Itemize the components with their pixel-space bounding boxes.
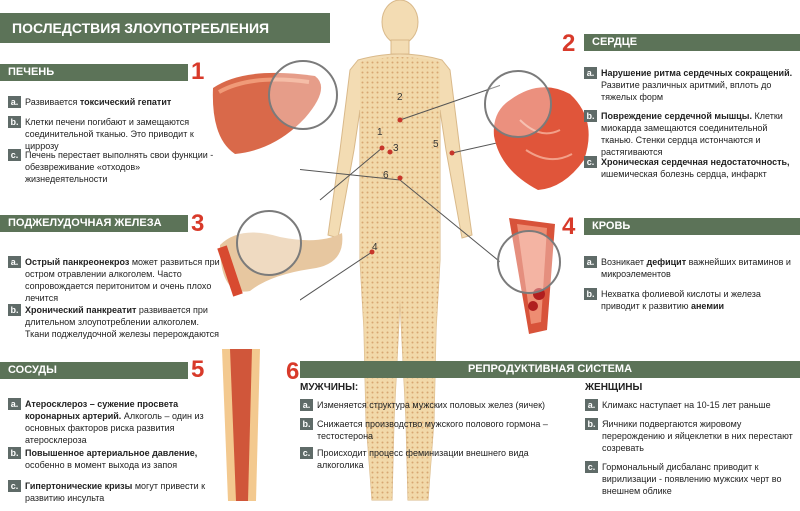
vessels-item-a-bold: Атеросклероз – сужение просвета коронарн… (25, 399, 179, 421)
heart-item-c: c. Хроническая сердечная недостаточность… (584, 156, 798, 180)
vessels-item-c: c. Гипертонические кризы могут привести … (8, 480, 220, 504)
women-item-c-letter: c. (585, 461, 598, 473)
vessels-heading: СОСУДЫ (0, 362, 188, 379)
liver-zoom-circle (268, 60, 338, 130)
women-item-a: a. Климакс наступает на 10-15 лет раньше (585, 399, 795, 411)
blood-heading: КРОВЬ (584, 218, 800, 235)
figure-dotted-overlay (360, 57, 440, 500)
pancreas-item-a-text: может развиться при остром отравлении ал… (25, 257, 220, 303)
men-item-a: a. Изменяется структура мужских половых … (300, 399, 570, 411)
body-marker-5: 5 (433, 139, 439, 150)
women-item-a-text: Климакс наступает на 10-15 лет раньше (602, 400, 771, 410)
blood-item-a-text: Возникает (601, 257, 647, 267)
vessels-item-b: b. Повышенное артериальное давление, осо… (8, 447, 220, 471)
liver-item-a-letter: a. (8, 96, 21, 108)
blood-item-b-bold: анемии (690, 301, 725, 311)
blood-item-a-letter: a. (584, 256, 597, 268)
vessels-item-c-letter: c. (8, 480, 21, 492)
pancreas-number: 3 (191, 210, 205, 237)
pancreas-item-b-bold: Хронический панкреатит (25, 305, 137, 315)
heart-item-a-letter: a. (584, 67, 597, 79)
body-marker-3: 3 (393, 143, 399, 154)
heart-item-b-text: Клетки миокарда замещаются соединительно… (601, 111, 783, 157)
women-item-a-letter: a. (585, 399, 598, 411)
vessels-item-a-text: Алкоголь – один из основных факторов рис… (25, 411, 204, 445)
liver-item-c-text: Печень перестает выполнять свои функции … (25, 150, 214, 184)
heart-item-c-bold: Хроническая сердечная недостаточность, (601, 157, 790, 167)
page-title: ПОСЛЕДСТВИЯ ЗЛОУПОТРЕБЛЕНИЯ АЛКОГОЛЕМ (0, 13, 330, 66)
vessel-illustration (222, 349, 260, 501)
heart-heading: СЕРДЦЕ (584, 34, 800, 51)
heart-item-c-text: ишемическая болезнь сердца, инфаркт (601, 169, 767, 179)
men-item-c: c. Происходит процесс феминизации внешне… (300, 447, 570, 471)
men-item-b: b. Снижается производство мужского полов… (300, 418, 570, 442)
vessels-number: 5 (191, 356, 205, 383)
body-dots (369, 117, 455, 255)
repro-number: 6 (286, 358, 300, 385)
women-item-c-text: Гормональный дисбаланс приводит к вирили… (602, 462, 782, 496)
liver-number: 1 (191, 58, 205, 85)
heart-item-b-letter: b. (584, 110, 597, 122)
heart-item-a: a. Нарушение ритма сердечных сокращений.… (584, 67, 798, 103)
heart-item-a-text: Развитие различных аритмий, вплоть до тя… (601, 80, 772, 102)
pancreas-item-a-bold: Острый панкреонекроз (25, 257, 130, 267)
vessels-item-c-text: могут привести к развитию инсульта (25, 481, 206, 503)
women-item-b-letter: b. (585, 418, 598, 430)
women-label: ЖЕНЩИНЫ (585, 382, 643, 393)
liver-heading: ПЕЧЕНЬ (0, 64, 188, 81)
liver-item-b-text: Клетки печени погибают и замещаются соед… (25, 117, 194, 151)
liver-item-b-letter: b. (8, 116, 21, 128)
heart-item-a-bold: Нарушение ритма сердечных сокращений. (601, 68, 793, 78)
men-item-c-text: Происходит процесс феминизации внешнего … (317, 448, 529, 470)
heart-number: 2 (562, 30, 576, 57)
pancreas-item-b: b. Хронический панкреатит развивается пр… (8, 304, 220, 340)
vessels-item-b-bold: Повышенное артериальное давление, (25, 448, 198, 458)
men-label: МУЖЧИНЫ: (300, 382, 359, 393)
women-item-b: b. Яичники подвергаются жировому перерож… (585, 418, 795, 454)
vessels-item-c-bold: Гипертонические кризы (25, 481, 133, 491)
blood-zoom-circle (497, 230, 561, 294)
blood-item-a: a. Возникает дефицит важнейших витаминов… (584, 256, 798, 280)
women-item-c: c. Гормональный дисбаланс приводит к вир… (585, 461, 795, 497)
pancreas-item-a-letter: a. (8, 256, 21, 268)
vessels-item-a-letter: a. (8, 398, 21, 410)
vessels-item-a: a. Атеросклероз – сужение просвета корон… (8, 398, 220, 446)
liver-item-a: a. Развивается токсический гепатит (8, 96, 218, 108)
women-item-b-text: Яичники подвергаются жировому перерожден… (602, 419, 793, 453)
body-marker-6: 6 (383, 170, 389, 181)
pancreas-heading: ПОДЖЕЛУДОЧНАЯ ЖЕЛЕЗА (0, 215, 188, 232)
men-item-a-text: Изменяется структура мужских половых жел… (317, 400, 546, 410)
vessels-item-b-text: особенно в момент выхода из запоя (25, 460, 178, 470)
men-item-b-letter: b. (300, 418, 313, 430)
liver-item-c-letter: c. (8, 149, 21, 161)
pancreas-item-a: a. Острый панкреонекроз может развиться … (8, 256, 220, 304)
blood-item-a-text2: важнейших витаминов и микроэлементов (601, 257, 791, 279)
human-figure (300, 0, 500, 501)
men-item-a-letter: a. (300, 399, 313, 411)
repro-heading: РЕПРОДУКТИВНАЯ СИСТЕМА (300, 361, 800, 378)
heart-zoom-circle (484, 70, 552, 138)
liver-item-c: c. Печень перестает выполнять свои функц… (8, 149, 218, 185)
men-item-c-letter: c. (300, 447, 313, 459)
pancreas-item-b-letter: b. (8, 304, 21, 316)
vessels-item-b-letter: b. (8, 447, 21, 459)
body-marker-1: 1 (377, 127, 383, 138)
blood-item-b-text: Нехватка фолиевой кислоты и железа приво… (601, 289, 761, 311)
body-marker-2: 2 (397, 92, 403, 103)
liver-item-a-bold: токсический гепатит (79, 97, 172, 107)
men-item-b-text: Снижается производство мужского полового… (317, 419, 548, 441)
heart-item-c-letter: c. (584, 156, 597, 168)
pancreas-item-b-text: развивается при длительном злоупотреблен… (25, 305, 220, 339)
heart-item-b: b. Повреждение сердечной мышцы. Клетки м… (584, 110, 798, 158)
blood-item-a-bold: дефицит (646, 257, 687, 267)
heart-item-b-bold: Повреждение сердечной мышцы. (601, 111, 752, 121)
blood-item-b-letter: b. (584, 288, 597, 300)
blood-item-b: b. Нехватка фолиевой кислоты и железа пр… (584, 288, 798, 312)
body-marker-4: 4 (372, 242, 378, 253)
blood-number: 4 (562, 213, 576, 240)
liver-item-b: b. Клетки печени погибают и замещаются с… (8, 116, 218, 152)
liver-item-a-text: Развивается (25, 97, 80, 107)
pancreas-zoom-circle (236, 210, 302, 276)
